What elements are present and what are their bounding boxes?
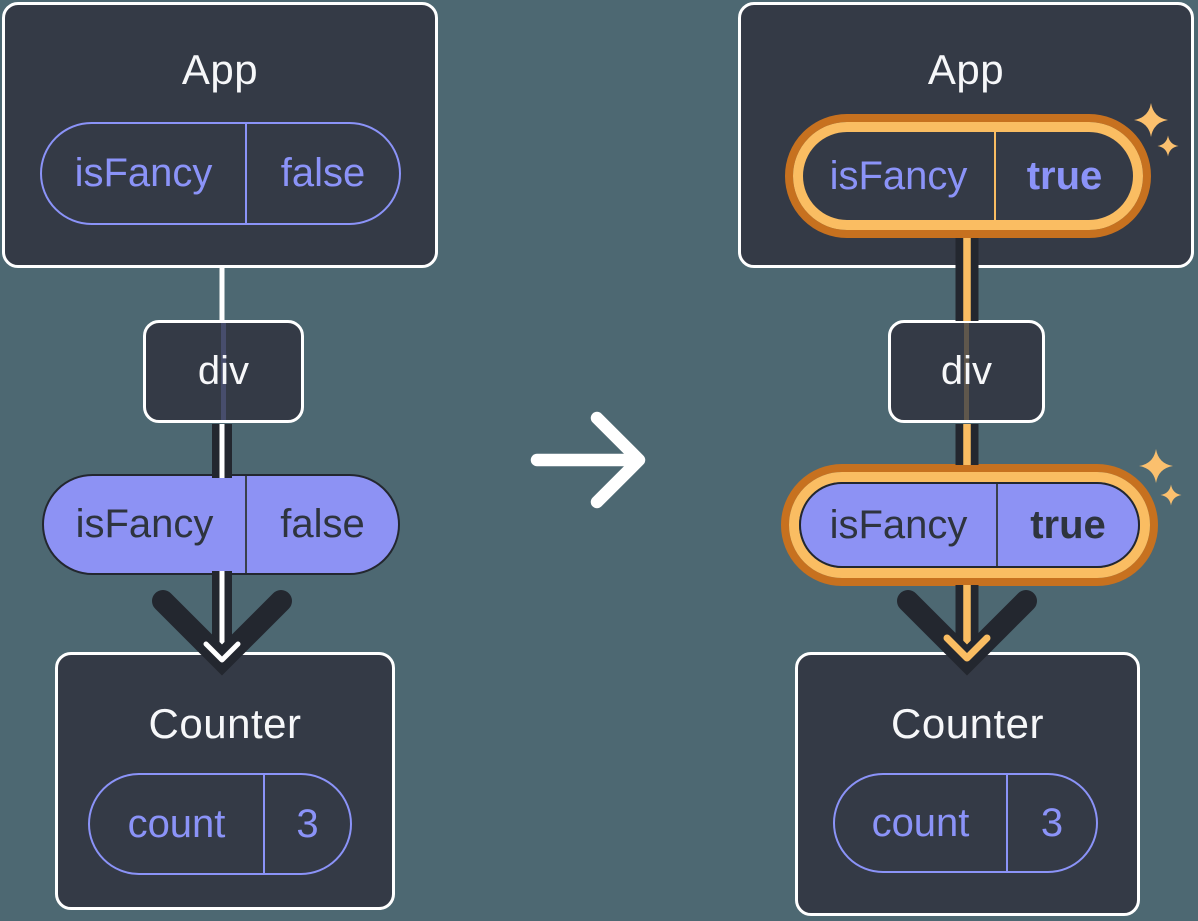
state-value: false [280,151,366,195]
before-prop-pill: isFancy false [42,474,400,575]
state-value: true [1026,153,1103,198]
edge-div-to-pill-dark [212,424,232,478]
prop-name: isFancy [44,476,247,573]
transition-arrow-icon [530,411,646,509]
before-app-state-pill: isFancy false [40,122,401,225]
edge-div-to-pill-core [963,424,971,465]
after-div-box: div [888,320,1045,423]
before-div-label: div [197,349,250,393]
state-name: count [90,775,265,873]
before-counter-title: Counter [148,700,302,747]
sparkle-icon [1160,484,1182,506]
after-div-label: div [940,349,993,393]
edge-pill-to-counter-dark [212,571,232,651]
edge-pill-to-counter-dark [955,585,979,651]
edge-pill-to-counter-core [219,571,225,653]
after-counter-title: Counter [891,700,1044,747]
before-div-box: div [143,320,304,423]
state-name: isFancy [803,132,996,220]
prop-value: true [1030,502,1106,547]
edge-ghost-line [964,323,969,420]
before-app-title: App [181,46,259,93]
after-counter-state-pill: count 3 [833,773,1098,873]
after-prop-pill-highlighted: isFancy true [781,464,1158,586]
edge-pill-to-counter-core [963,585,971,657]
state-value: 3 [1040,800,1064,845]
edge-div-to-pill-dark [955,424,979,465]
edge-ghost-line [221,323,226,420]
state-value: 3 [296,801,319,846]
sparkle-icon [1139,449,1173,483]
prop-value: false [280,502,365,546]
before-counter-state-pill: count 3 [88,773,352,875]
edge-app-to-div [219,266,225,323]
edge-div-to-pill-core [219,424,225,478]
state-name: isFancy [42,124,247,223]
prop-name: isFancy [801,484,998,566]
after-app-state-pill-highlighted: isFancy true [785,114,1151,238]
state-name: count [835,775,1008,871]
after-app-title: App [927,46,1005,93]
